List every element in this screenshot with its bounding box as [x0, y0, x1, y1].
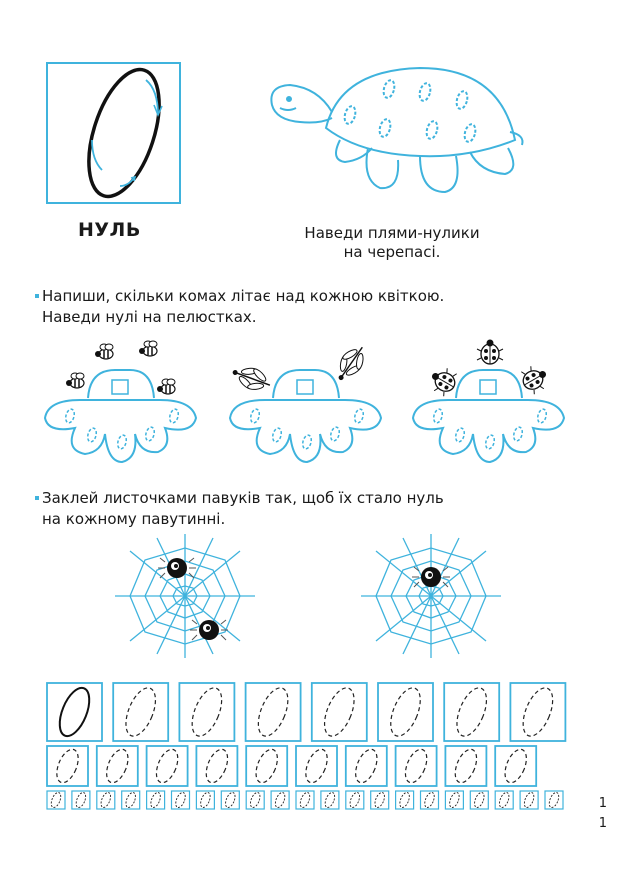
turtle-caption: Наведи плями-нулики на черепасі. — [262, 224, 522, 262]
zero-tracing-glyph — [175, 792, 186, 808]
zero-tracing-glyph — [50, 792, 62, 808]
zero-tracing-glyph — [355, 748, 378, 784]
tracing-box[interactable] — [96, 790, 116, 810]
tracing-box[interactable] — [320, 790, 340, 810]
tracing-box[interactable] — [46, 745, 89, 787]
tracing-box[interactable] — [71, 790, 91, 810]
zero-tracing-glyph — [200, 792, 211, 808]
tracing-box[interactable] — [121, 790, 141, 810]
zero-tracing-glyph — [125, 687, 157, 737]
zero-tracing-glyph — [404, 748, 428, 784]
tracing-box[interactable] — [494, 790, 514, 810]
bullet-icon — [35, 293, 39, 298]
spider-instruction-line2: на кожному павутинні. — [42, 510, 226, 528]
tracing-box[interactable] — [394, 745, 438, 787]
tracing-box[interactable] — [519, 790, 539, 810]
bullet-icon — [35, 495, 39, 500]
zero-tracing-glyph — [522, 687, 554, 737]
zero-sample-glyph — [58, 686, 91, 738]
tracing-box[interactable] — [244, 682, 302, 742]
zero-tracing-glyph — [499, 792, 510, 808]
tracing-box[interactable] — [469, 790, 489, 810]
tracing-box[interactable] — [444, 745, 488, 787]
digit-label: НУЛЬ — [78, 219, 141, 241]
zero-tracing-glyph — [399, 792, 410, 808]
tracing-box[interactable] — [195, 790, 215, 810]
zero-tracing-glyph — [205, 748, 229, 784]
spider-instruction-line1: Заклей листочками павуків так, щоб їх ст… — [42, 489, 444, 507]
zero-tracing-glyph — [191, 687, 223, 737]
zero-tracing-glyph — [257, 687, 289, 737]
zero-tracing-glyph — [250, 792, 261, 808]
tracing-box[interactable] — [444, 790, 464, 810]
tracing-box[interactable] — [95, 745, 139, 787]
tracing-box[interactable] — [494, 745, 538, 787]
zero-tracing-glyph — [456, 687, 488, 737]
turtle-caption-line2: на черепасі. — [343, 243, 441, 261]
zero-tracing-glyph — [374, 792, 385, 808]
tracing-box[interactable] — [295, 745, 338, 787]
zero-tracing-glyph — [299, 792, 311, 808]
zero-tracing-glyph — [548, 792, 560, 808]
turtle-caption-line1: Наведи плями-нулики — [304, 224, 480, 242]
tracing-box[interactable] — [112, 682, 170, 742]
zero-tracing-glyph — [225, 792, 236, 808]
zero-tracing-glyph — [150, 792, 161, 808]
tracing-box[interactable] — [220, 790, 240, 810]
tracing-box[interactable] — [245, 790, 265, 810]
tracing-box[interactable] — [295, 790, 315, 810]
zero-tracing-glyph — [454, 748, 478, 784]
zero-tracing-glyph — [324, 792, 336, 808]
tracing-box[interactable] — [270, 790, 290, 810]
zero-tracing-glyph — [255, 748, 278, 784]
page-number-line1: 1 — [598, 796, 607, 811]
tracing-box[interactable] — [344, 745, 388, 787]
zero-tracing-glyph — [274, 792, 286, 808]
zero-tracing-glyph — [523, 792, 535, 808]
tracing-box[interactable] — [345, 790, 365, 810]
tracing-box[interactable] — [310, 682, 368, 742]
zero-tracing-glyph — [323, 687, 355, 737]
zero-tracing-glyph — [305, 748, 328, 784]
tracing-box[interactable] — [544, 790, 564, 810]
tracing-box[interactable] — [419, 790, 440, 810]
insects-instruction-line2: Наведи нулі на пелюстках. — [42, 308, 257, 326]
zero-tracing-glyph — [390, 687, 421, 737]
zero-tracing-glyph — [474, 792, 485, 808]
zero-tracing-glyph — [125, 792, 136, 808]
tracing-box[interactable] — [195, 745, 239, 787]
tracing-box[interactable] — [46, 790, 66, 810]
tracing-box[interactable] — [146, 790, 166, 810]
zero-tracing-glyph — [449, 792, 460, 808]
insects-instruction: Напиши, скільки комах літає над кожною к… — [35, 286, 615, 328]
spider-instruction: Заклей листочками павуків так, щоб їх ст… — [35, 488, 615, 530]
tracing-box[interactable] — [145, 745, 189, 787]
tracing-box[interactable] — [377, 682, 434, 742]
tracing-box[interactable] — [509, 682, 567, 742]
zero-tracing-glyph — [155, 748, 179, 784]
tracing-box[interactable] — [170, 790, 191, 810]
zero-tracing-glyph — [56, 748, 79, 784]
zero-tracing-glyph — [106, 748, 129, 784]
zero-tracing-glyph — [424, 792, 435, 808]
tracing-box[interactable] — [46, 682, 103, 742]
zero-tracing-glyph — [75, 792, 87, 808]
zero-tracing-glyph — [100, 792, 111, 808]
tracing-box[interactable] — [443, 682, 501, 742]
zero-tracing-glyph — [504, 748, 527, 784]
page-number-line2: 1 — [598, 816, 607, 831]
tracing-box[interactable] — [395, 790, 415, 810]
insects-instruction-line1: Напиши, скільки комах літає над кожною к… — [42, 287, 445, 305]
tracing-box[interactable] — [245, 745, 289, 787]
zero-tracing-glyph — [349, 792, 360, 808]
tracing-box[interactable] — [370, 790, 390, 810]
tracing-box[interactable] — [178, 682, 236, 742]
